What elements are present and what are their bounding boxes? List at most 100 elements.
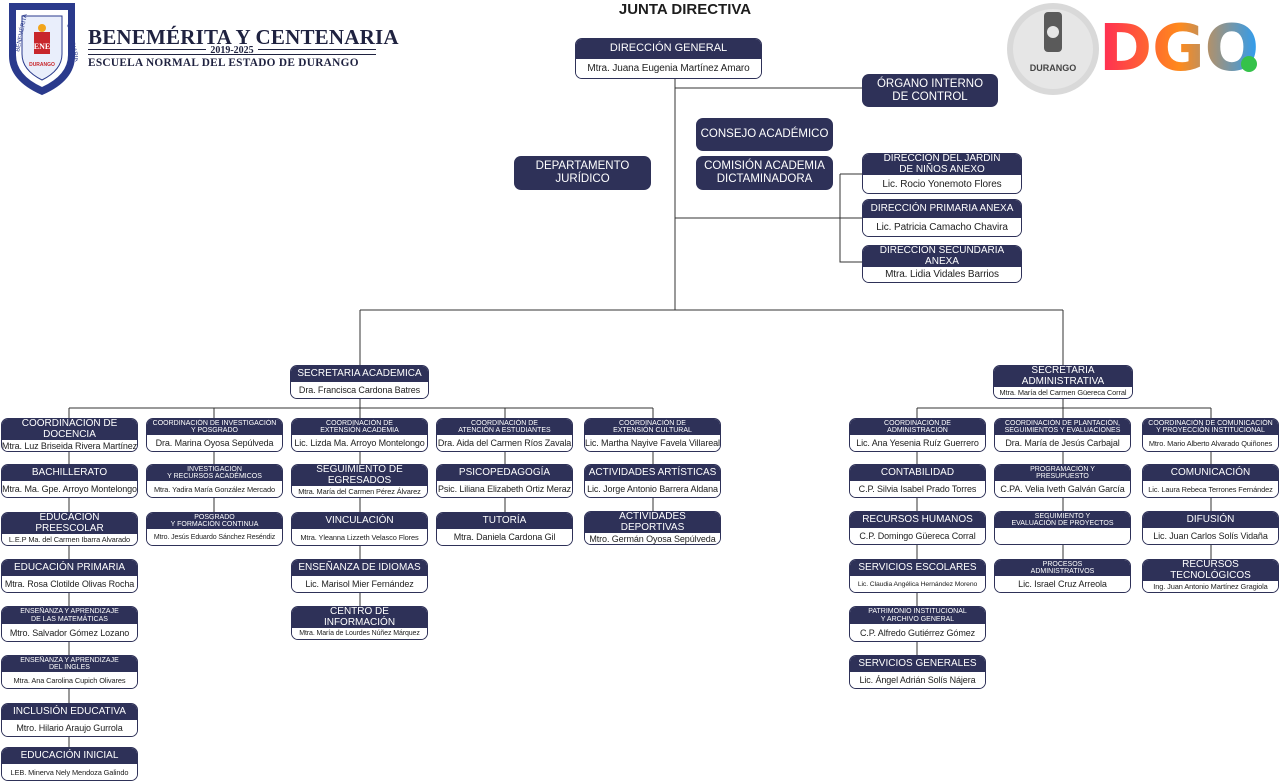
page-title: JUNTA DIRECTIVA	[618, 1, 752, 18]
svg-text:DURANGO: DURANGO	[29, 62, 55, 68]
node-person: L.E.P Ma. del Carmen Ibarra Alvarado	[2, 534, 137, 545]
node-centro-informacion: CENTRO DE INFORMACIÓN Mtra. María de Lou…	[291, 606, 428, 640]
node-person: Lic. Juan Carlos Solís Vidaña	[1143, 528, 1278, 544]
node-actividades-deportivas: ACTIVIDADES DEPORTIVAS Mtro. Germán Oyos…	[584, 511, 721, 545]
node-direccion-general: DIRECCIÓN GENERAL Mtra. Juana Eugenia Ma…	[575, 38, 762, 79]
node-head: EDUCACIÓN INICIAL	[2, 748, 137, 764]
node-servicios-escolares: SERVICIOS ESCOLARES Lic. Claudia Angélic…	[849, 559, 986, 593]
node-head: COORDINACIÓN DE COMUNICACIÓN Y PROYECCIÓ…	[1143, 419, 1278, 435]
node-person: Mtro. Hilario Araujo Gurrola	[2, 720, 137, 736]
node-head: DIRECCIÓN SECUNDARIA ANEXA	[863, 246, 1021, 267]
node-jardin-ninos: DIRECCIÓN DEL JARDÍN DE NIÑOS ANEXO Lic.…	[862, 153, 1022, 194]
node-person: Lic. Lizda Ma. Arroyo Montelongo	[292, 435, 427, 451]
node-investigacion-recursos: INVESTIGACIÓN Y RECURSOS ACADÉMICOS Mtra…	[146, 464, 283, 498]
node-educacion-primaria: EDUCACIÓN PRIMARIA Mtra. Rosa Clotilde O…	[1, 559, 138, 593]
node-vinculacion: VINCULACIÓN Mtra. Yleanna Lizzeth Velasc…	[291, 512, 428, 546]
node-educacion-preescolar: EDUCACIÓN PREESCOLAR L.E.P Ma. del Carme…	[1, 512, 138, 546]
school-crest-logo: BENEMÉRITA CENTENARIA ENE DURANGO	[9, 3, 78, 96]
line-adm-bus	[916, 398, 1212, 419]
node-seguimiento-egresados: SEGUIMIENTO DE EGRESADOS Mtra. María del…	[291, 464, 428, 498]
node-person: Mtro. Mario Alberto Alvarado Quiñones	[1143, 435, 1278, 451]
svg-text:DGO: DGO	[1099, 12, 1259, 78]
node-head: INVESTIGACIÓN Y RECURSOS ACADÉMICOS	[147, 465, 282, 481]
node-secundaria-anexa: DIRECCIÓN SECUNDARIA ANEXA Mtra. Lidia V…	[862, 245, 1022, 283]
svg-text:DURANGO: DURANGO	[1030, 63, 1077, 73]
node-person: Dra. Aida del Carmen Ríos Zavala	[437, 435, 572, 451]
school-years: 2019-2025	[88, 45, 376, 56]
node-person: C.P. Silvia Isabel Prado Torres	[850, 481, 985, 497]
node-person: Mtra. Ma. Gpe. Arroyo Montelongo	[2, 481, 137, 497]
node-seguimiento-proyectos: SEGUIMIENTO Y EVALUACIÓN DE PROYECTOS	[994, 511, 1131, 545]
node-person: Dra. María de Jesús Carbajal	[995, 435, 1130, 451]
node-psicopedagogia: PSICOPEDAGOGÍA Psic. Liliana Elizabeth O…	[436, 464, 573, 498]
node-coord-administracion: COORDINACIÓN DE ADMINISTRACIÓN Lic. Ana …	[849, 418, 986, 452]
node-coord-extension-academia: COORDINACIÓN DE EXTENSIÓN ACADEMIA Lic. …	[291, 418, 428, 452]
node-person: Lic. Ángel Adrián Solís Nájera	[850, 672, 985, 688]
node-tutoria: TUTORÍA Mtra. Daniela Cardona Gil	[436, 512, 573, 546]
node-secretaria-administrativa: SECRETARIA ADMINISTRATIVA Mtra. María de…	[993, 365, 1133, 399]
node-person: Dra. Francisca Cardona Batres	[291, 382, 428, 398]
node-person: C.PA. Velia Iveth Galván García	[995, 481, 1130, 497]
node-head: SERVICIOS ESCOLARES	[850, 560, 985, 576]
node-head: POSGRADO Y FORMACIÓN CONTINUA	[147, 513, 282, 529]
node-person: Mtra. Lidia Vidales Barrios	[863, 267, 1021, 282]
node-head: ACTIVIDADES DEPORTIVAS	[585, 512, 720, 533]
node-person: C.P. Domingo Güereca Corral	[850, 528, 985, 544]
node-head: CONTABILIDAD	[850, 465, 985, 481]
line-secretariats	[359, 309, 1064, 365]
node-head: DIRECCIÓN GENERAL	[576, 39, 761, 59]
node-inclusion-educativa: INCLUSIÓN EDUCATIVA Mtro. Hilario Araujo…	[1, 703, 138, 737]
node-head: RECURSOS TECNOLÓGICOS	[1143, 560, 1278, 581]
node-comision-academia: COMISIÓN ACADEMIA DICTAMINADORA	[696, 156, 833, 190]
node-person: Mtra. Ana Carolina Cupich Olivares	[2, 672, 137, 688]
node-head: EDUCACIÓN PREESCOLAR	[2, 513, 137, 534]
node-actividades-artisticas: ACTIVIDADES ARTÍSTICAS Lic. Jorge Antoni…	[584, 464, 721, 498]
node-head: EDUCACIÓN PRIMARIA	[2, 560, 137, 576]
node-person: C.P. Alfredo Gutiérrez Gómez	[850, 624, 985, 641]
durango-seal-logo: DURANGO	[1007, 3, 1099, 95]
node-head: SERVICIOS GENERALES	[850, 656, 985, 672]
node-head: SECRETARIA ADMINISTRATIVA	[994, 366, 1132, 387]
dgo-logo: DGO	[1099, 12, 1259, 78]
node-head: DIRECCIÓN PRIMARIA ANEXA	[863, 200, 1021, 218]
node-person: Lic. Laura Rebeca Terrones Fernández	[1143, 481, 1278, 497]
node-head: COORDINACIÓN DE PLANTACIÓN, SEGUIMIENTOS…	[995, 419, 1130, 435]
node-head: PROCESOS ADMINISTRATIVOS	[995, 560, 1130, 576]
node-educacion-inicial: EDUCACIÓN INICIAL LEB. Minerva Nely Mend…	[1, 747, 138, 781]
node-matematicas: ENSEÑANZA Y APRENDIZAJE DE LAS MATEMÁTIC…	[1, 606, 138, 642]
node-head: DIFUSIÓN	[1143, 512, 1278, 528]
line-acad-bus	[68, 398, 654, 419]
node-head: ENSEÑANZA Y APRENDIZAJE DE LAS MATEMÁTIC…	[2, 607, 137, 624]
node-person: Mtra. Luz Briseida Rivera Martínez	[2, 440, 137, 451]
node-bachillerato: BACHILLERATO Mtra. Ma. Gpe. Arroyo Monte…	[1, 464, 138, 498]
node-head: COORDINACIÓN DE EXTENSIÓN ACADEMIA	[292, 419, 427, 435]
line-annex-rail	[839, 173, 862, 263]
node-head: CENTRO DE INFORMACIÓN	[292, 607, 427, 628]
node-person: Mtra. Yadira María González Mercado	[147, 481, 282, 497]
node-head: ACTIVIDADES ARTÍSTICAS	[585, 465, 720, 481]
node-head: PROGRAMACIÓN Y PRESUPUESTO	[995, 465, 1130, 481]
node-head: COORDINACIÓN DE EXTENSIÓN CULTURAL	[585, 419, 720, 435]
node-difusion: DIFUSIÓN Lic. Juan Carlos Solís Vidaña	[1142, 511, 1279, 545]
node-coord-plantacion: COORDINACIÓN DE PLANTACIÓN, SEGUIMIENTOS…	[994, 418, 1131, 452]
node-patrimonio-institucional: PATRIMONIO INSTITUCIONAL Y ARCHIVO GENER…	[849, 606, 986, 642]
node-consejo-academico: CONSEJO ACADÉMICO	[696, 118, 833, 151]
school-subtitle: ESCUELA NORMAL DEL ESTADO DE DURANGO	[88, 57, 359, 69]
header-rule-bottom	[88, 54, 376, 55]
node-coord-investigacion: COORDINACIÓN DE INVESTIGACIÓN Y POSGRADO…	[146, 418, 283, 452]
node-head: ENSEÑANZA DE IDIOMAS	[292, 560, 427, 576]
node-coord-extension-cultural: COORDINACIÓN DE EXTENSIÓN CULTURAL Lic. …	[584, 418, 721, 452]
node-head: COORDINACIÓN DE ATENCIÓN A ESTUDIANTES	[437, 419, 572, 435]
node-recursos-humanos: RECURSOS HUMANOS C.P. Domingo Güereca Co…	[849, 511, 986, 545]
node-head: COMUNICACIÓN	[1143, 465, 1278, 481]
node-person: Mtro. Jesús Eduardo Sánchez Reséndiz	[147, 529, 282, 545]
node-person: Mtra. María del Carmen Güereca Corral	[994, 387, 1132, 398]
node-head: DIRECCIÓN DEL JARDÍN DE NIÑOS ANEXO	[863, 154, 1021, 175]
node-person: Mtra. María del Carmen Pérez Álvarez	[292, 486, 427, 497]
node-posgrado: POSGRADO Y FORMACIÓN CONTINUA Mtro. Jesú…	[146, 512, 283, 546]
node-head: PSICOPEDAGOGÍA	[437, 465, 572, 481]
node-programacion-presupuesto: PROGRAMACIÓN Y PRESUPUESTO C.PA. Velia I…	[994, 464, 1131, 498]
node-servicios-generales: SERVICIOS GENERALES Lic. Ángel Adrián So…	[849, 655, 986, 689]
node-head: SEGUIMIENTO Y EVALUACIÓN DE PROYECTOS	[995, 512, 1130, 528]
node-comunicacion: COMUNICACIÓN Lic. Laura Rebeca Terrones …	[1142, 464, 1279, 498]
